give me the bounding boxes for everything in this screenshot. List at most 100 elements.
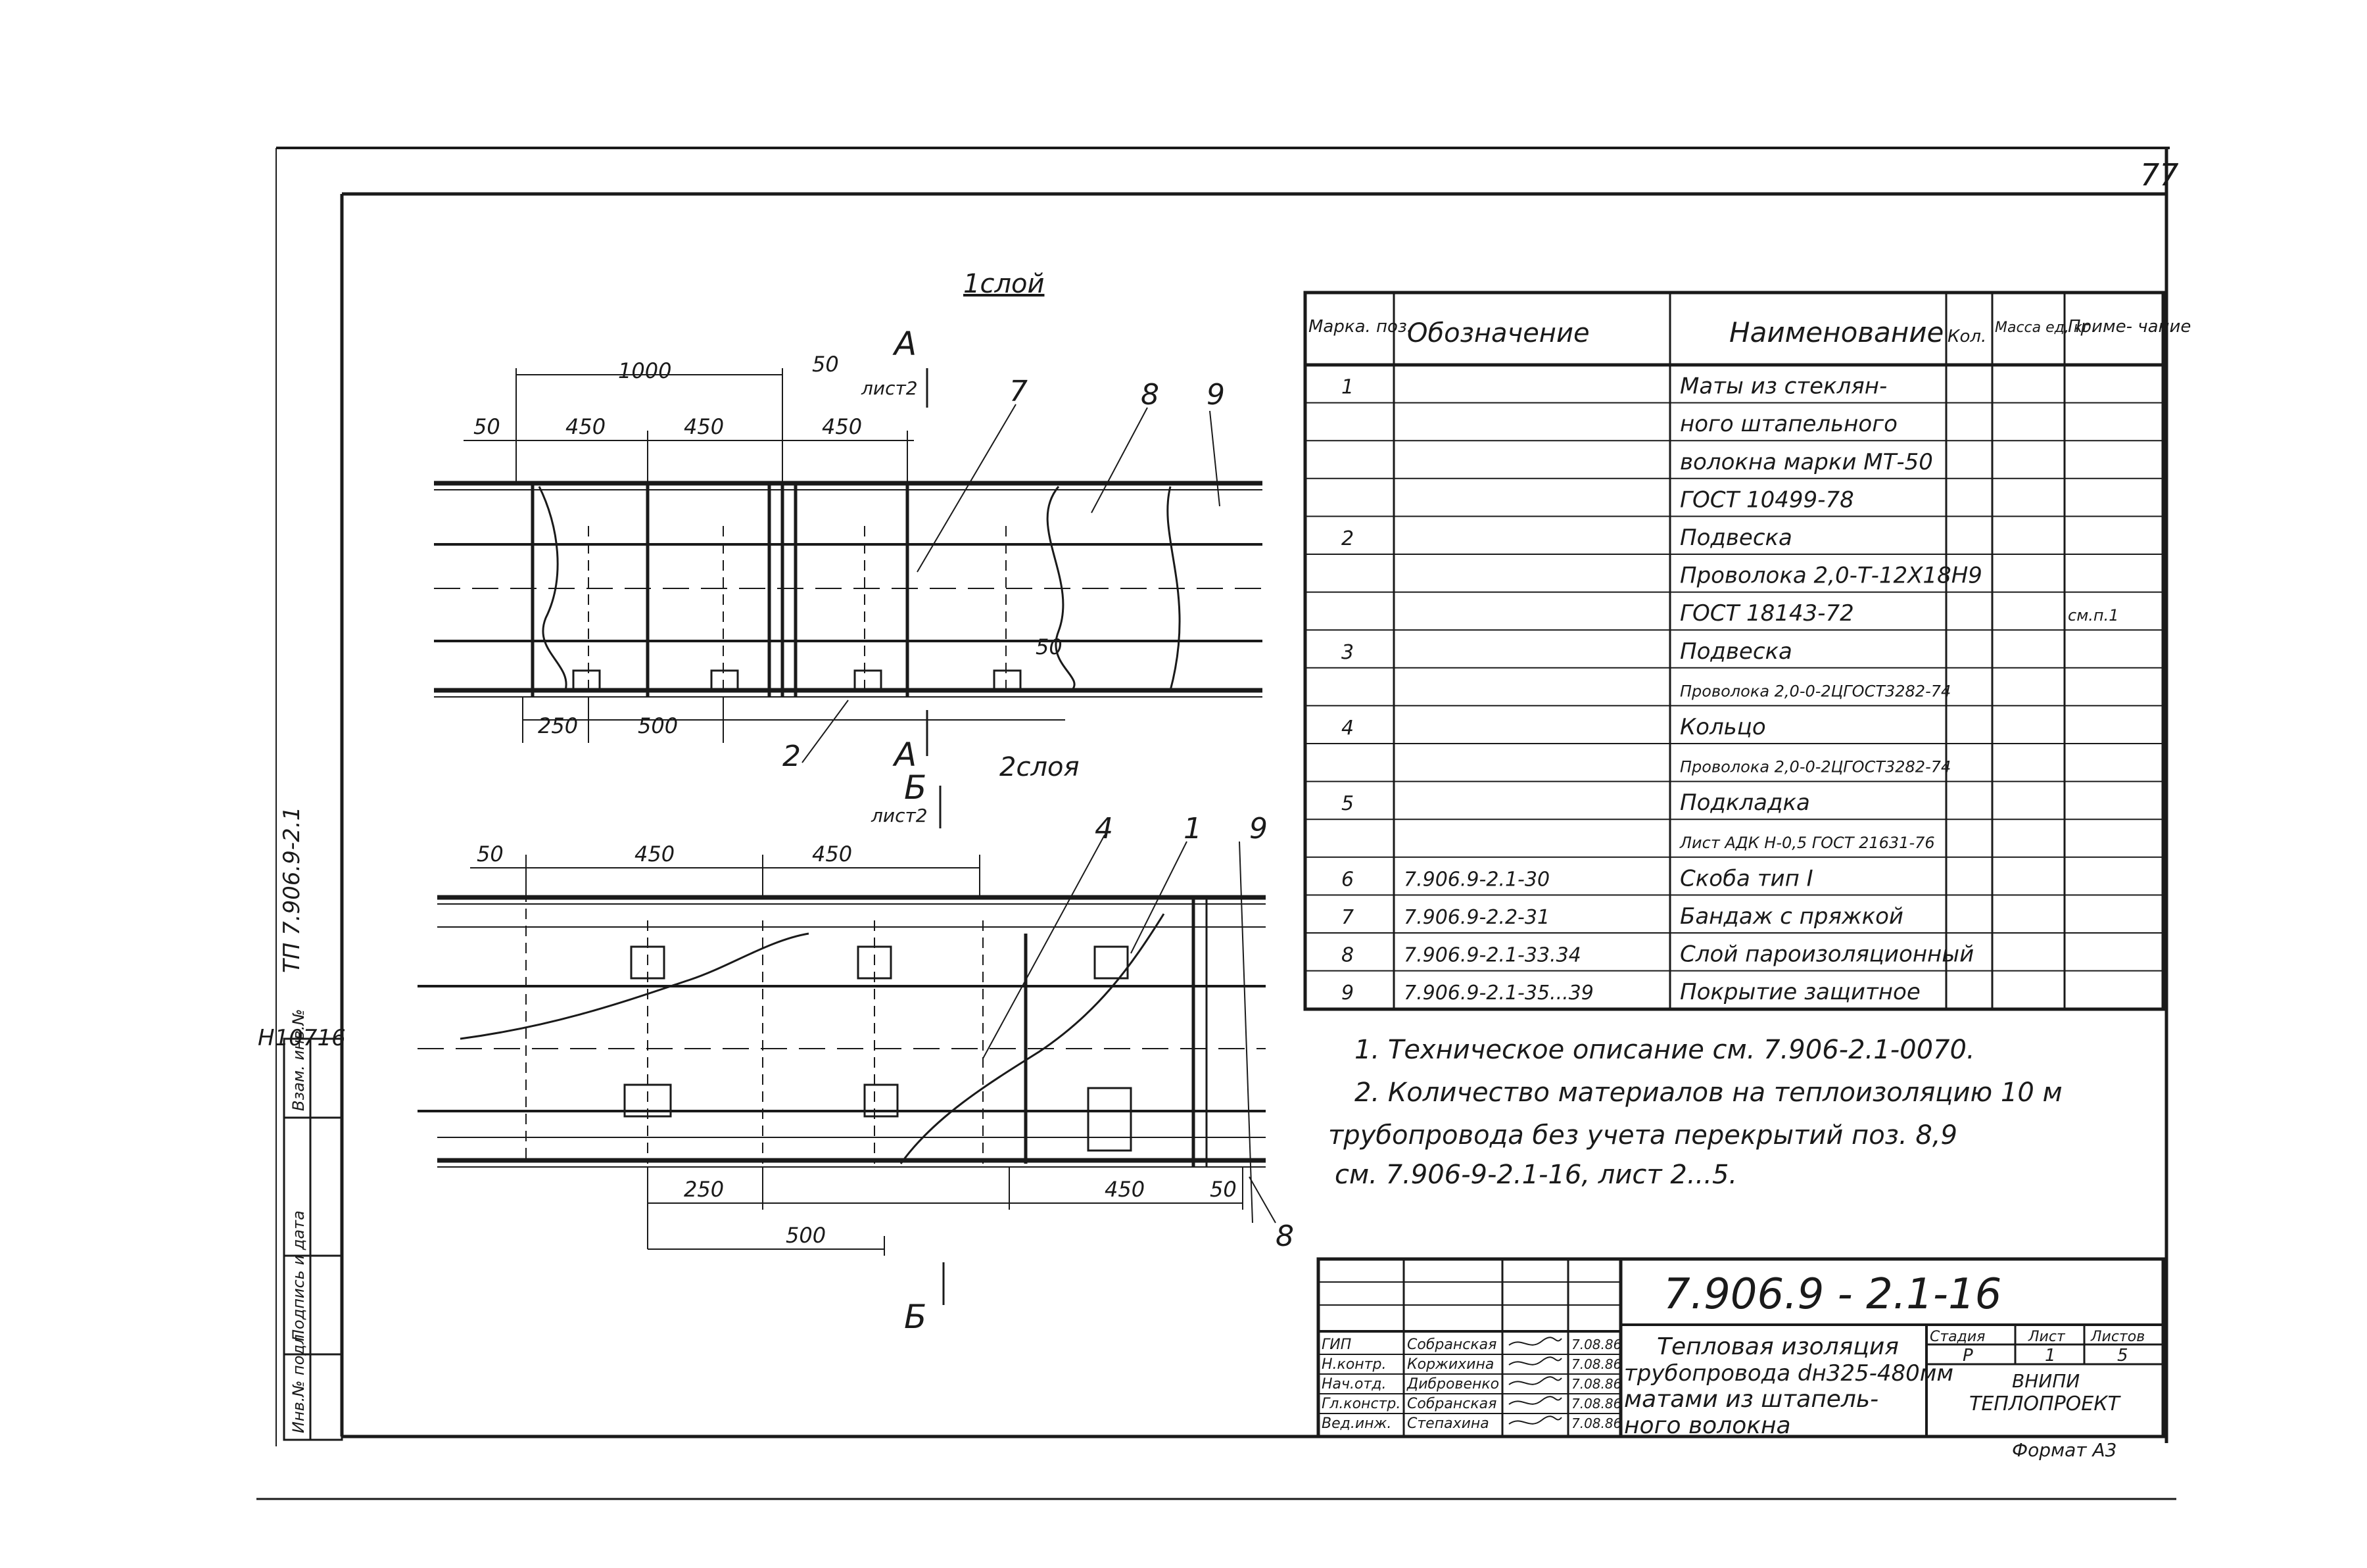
title-line: матами из штапель-: [1624, 1386, 1878, 1413]
signer-role: Вед.инж.: [1322, 1415, 1391, 1432]
view1-dim: 50: [1036, 634, 1063, 659]
spec-header: Обозначение: [1407, 318, 1590, 348]
view2-callout: 8: [1276, 1220, 1294, 1253]
view2-dim: 50: [477, 842, 504, 867]
signer-date: 7.08.86: [1571, 1337, 1621, 1352]
spec-name: Скоба тип I: [1680, 865, 1813, 891]
spec-row: Проволока 2,0-0-2ЦГОСТ3282-74: [1305, 682, 2163, 707]
stage-header: Лист: [2028, 1329, 2066, 1345]
format-label: Формат А3: [2012, 1439, 2116, 1461]
outer-frame: [256, 147, 2176, 1500]
spec-name: Маты из стеклян-: [1680, 373, 1887, 400]
signer-name: Степахина: [1407, 1415, 1489, 1432]
spec-designation: 7.906.9-2.2-31: [1404, 906, 1550, 929]
spec-pos: 6: [1341, 868, 1354, 891]
view1-dim: 50: [473, 414, 500, 439]
spec-name: Подвеска: [1680, 638, 1792, 665]
view2-callout: 9: [1249, 812, 1268, 845]
signer-name: Собранская: [1407, 1396, 1496, 1412]
series-code: ТП 7.906.9-2.1: [279, 807, 305, 973]
spec-name: Подвеска: [1680, 525, 1792, 551]
side-stamp-label: Взам. инв.№: [289, 1009, 308, 1111]
note-line: трубопровода без учета перекрытий поз. 8…: [1328, 1120, 1957, 1151]
spec-pos: 8: [1341, 944, 1354, 967]
doc-code: 7.906.9 - 2.1-16: [1663, 1270, 2001, 1319]
spec-table: 1 Маты из стеклян-ного штапельного волокна…: [1303, 291, 2165, 1011]
spec-header: Марка. поз.: [1308, 317, 1412, 337]
spec-name: волокна марки МТ-50: [1680, 449, 1933, 475]
view1-dim: 500: [638, 713, 678, 738]
view1-dim: 450: [684, 414, 724, 439]
view2-dim: 450: [812, 842, 852, 867]
spec-pos: 5: [1341, 792, 1354, 815]
signer-role: Гл.констр.: [1322, 1396, 1400, 1412]
spec-name: Проволока 2,0-0-2ЦГОСТ3282-74: [1680, 758, 1951, 776]
view1-title: 1слой: [963, 269, 1044, 299]
signature-mark: [1508, 1356, 1562, 1366]
spec-name: Лист АДК Н-0,5 ГОСТ 21631-76: [1679, 834, 1935, 852]
spec-designation: 7.906.9-2.1-33.34: [1404, 944, 1581, 967]
spec-designation: 7.906.9-2.1-30: [1404, 868, 1550, 891]
view1-drawing: 1слой А лист2: [434, 269, 1262, 774]
spec-row: 8 7.906.9-2.1-33.34 Слой пароизоляционный: [1305, 941, 2163, 972]
view2-dim: 250: [684, 1177, 724, 1202]
signer-date: 7.08.86: [1571, 1415, 1621, 1431]
spec-row: 2 Подвеска: [1305, 525, 2163, 555]
spec-row: Проволока 2,0-Т-12Х18Н9: [1305, 563, 2163, 593]
spec-name: ного штапельного: [1680, 411, 1898, 437]
note-line: 1. Техническое описание см. 7.906-2.1-00…: [1354, 1035, 1975, 1065]
inventory-number: Н10716: [258, 1025, 346, 1051]
spec-row: 6 7.906.9-2.1-30 Скоба тип I: [1305, 865, 2163, 896]
view1-dim: 1000: [618, 358, 671, 383]
signer-name: Дибровенко: [1406, 1376, 1499, 1392]
view1-callout: 2: [782, 740, 801, 773]
view2-section-ref: Б: [904, 769, 926, 807]
signature-mark: [1508, 1337, 1562, 1346]
spec-header: Кол.: [1948, 327, 1986, 346]
spec-name: Покрытие защитное: [1680, 979, 1921, 1005]
org-name: ВНИПИ: [2012, 1370, 2080, 1392]
signature-mark: [1508, 1396, 1562, 1405]
view1-section-ref-bottom: А: [892, 736, 917, 774]
signature-mark: [1508, 1376, 1562, 1385]
view2-dim: 500: [786, 1223, 826, 1248]
view1-callout: 8: [1141, 378, 1159, 412]
signer-role: Н.контр.: [1322, 1356, 1386, 1373]
spec-designation: 7.906.9-2.1-35...39: [1404, 982, 1594, 1005]
signer-date: 7.08.86: [1571, 1356, 1621, 1372]
spec-pos: 2: [1341, 527, 1354, 550]
title-line: Тепловая изоляция: [1657, 1333, 1899, 1360]
spec-pos: 7: [1341, 906, 1354, 929]
view1-dim: 450: [822, 414, 862, 439]
spec-pos: 9: [1341, 982, 1354, 1005]
view1-dim: 450: [565, 414, 606, 439]
view2-section-ref-bottom: Б: [904, 1298, 926, 1336]
view1-dim: 50: [812, 352, 839, 377]
view1-section-sheet: лист2: [861, 377, 918, 399]
spec-row: Лист АДК Н-0,5 ГОСТ 21631-76: [1305, 834, 2163, 858]
stage-value: Р: [1963, 1346, 1973, 1366]
spec-row: ного штапельного: [1305, 411, 2163, 442]
title-block: [1316, 1257, 2165, 1438]
spec-header: Масса ед, кг: [1995, 320, 2090, 336]
stage-value: 1: [2045, 1346, 2056, 1366]
signature-mark: [1508, 1415, 1562, 1425]
spec-header: Наименование: [1729, 316, 1944, 348]
spec-name: Бандаж с пряжкой: [1680, 903, 1903, 930]
stage-header: Листов: [2090, 1329, 2145, 1345]
stage-value: 5: [2117, 1346, 2128, 1366]
spec-pos: 4: [1341, 717, 1354, 740]
view2-callout: 1: [1184, 812, 1202, 845]
spec-name: Проволока 2,0-0-2ЦГОСТ3282-74: [1680, 682, 1951, 700]
spec-name: Слой пароизоляционный: [1680, 941, 1974, 968]
spec-pos: 1: [1341, 376, 1354, 399]
view2-dim: 50: [1210, 1177, 1237, 1202]
spec-row: Проволока 2,0-0-2ЦГОСТ3282-74: [1305, 758, 2163, 782]
side-stamp-label: Инв.№ подл.: [289, 1329, 308, 1433]
side-stamp: Инв.№ подл. Подпись и дата Взам. инв.№: [283, 1009, 343, 1441]
signer-role: ГИП: [1322, 1337, 1351, 1353]
